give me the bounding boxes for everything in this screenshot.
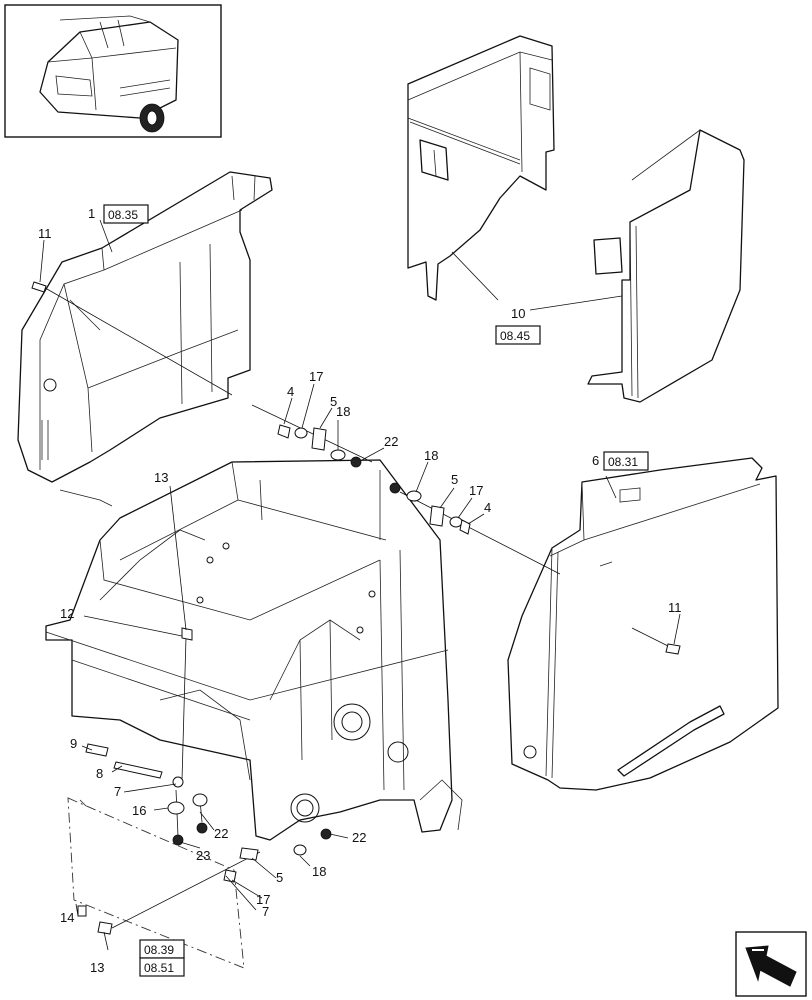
callout-9: 9 xyxy=(70,736,77,751)
callout-4-mid: 4 xyxy=(484,500,491,515)
callout-22-mid: 22 xyxy=(214,826,228,841)
leader-lines xyxy=(39,219,681,951)
callout-17-mid: 17 xyxy=(469,483,483,498)
ref-08-39-label: 08.39 xyxy=(144,943,174,957)
right-rear-shield xyxy=(587,129,745,403)
ref-box-08-39[interactable]: 08.39 xyxy=(139,939,185,959)
assembly-lines xyxy=(39,284,673,929)
callout-13-bottom: 13 xyxy=(90,960,104,975)
hardware xyxy=(31,281,681,935)
next-page-arrow-icon[interactable] xyxy=(735,931,807,997)
ref-box-08-51[interactable]: 08.51 xyxy=(139,957,185,977)
ref-08-45-label: 08.45 xyxy=(500,329,530,343)
callout-labels: 1 11 10 17 4 5 18 22 18 5 17 4 6 13 11 1… xyxy=(38,206,682,975)
bottom-panel xyxy=(67,797,245,969)
ref-box-08-45[interactable]: 08.45 xyxy=(495,325,541,345)
upper-rear-shield xyxy=(407,35,555,301)
baler-overview-icon xyxy=(39,15,179,133)
callout-1: 1 xyxy=(88,206,95,221)
right-side-shield xyxy=(507,457,779,791)
callout-5-bottom: 5 xyxy=(276,870,283,885)
callout-17-top: 17 xyxy=(309,369,323,384)
ref-08-35-label: 08.35 xyxy=(108,208,138,222)
ref-box-08-31[interactable]: 08.31 xyxy=(603,451,649,471)
ref-08-31-label: 08.31 xyxy=(608,455,638,469)
callout-4-top: 4 xyxy=(287,384,294,399)
callout-22-right: 22 xyxy=(352,830,366,845)
callout-16: 16 xyxy=(132,803,146,818)
callout-5-mid: 5 xyxy=(451,472,458,487)
callout-14: 14 xyxy=(60,910,74,925)
ref-box-08-35[interactable]: 08.35 xyxy=(103,204,149,224)
callout-18-bottom: 18 xyxy=(312,864,326,879)
callout-7-bottom: 7 xyxy=(262,904,269,919)
callout-8: 8 xyxy=(96,766,103,781)
callout-17-bottom: 17 xyxy=(256,892,270,907)
callout-5-top: 5 xyxy=(330,394,337,409)
callout-11-right: 11 xyxy=(668,600,682,615)
callout-7-mid: 7 xyxy=(114,784,121,799)
callout-18-mid: 18 xyxy=(424,448,438,463)
callout-23: 23 xyxy=(196,848,210,863)
callout-22-top: 22 xyxy=(384,434,398,449)
callout-10: 10 xyxy=(511,306,525,321)
callout-13-top: 13 xyxy=(154,470,168,485)
reference-boxes: 08.35 08.45 08.31 08.39 08.51 xyxy=(103,204,649,977)
callout-12: 12 xyxy=(60,606,74,621)
overview-inset xyxy=(4,4,222,138)
callout-18-top: 18 xyxy=(336,404,350,419)
central-frame xyxy=(45,459,463,841)
callout-11-left: 11 xyxy=(38,226,52,241)
ref-08-51-label: 08.51 xyxy=(144,961,174,975)
callout-6: 6 xyxy=(592,453,599,468)
left-side-shield xyxy=(17,171,273,507)
